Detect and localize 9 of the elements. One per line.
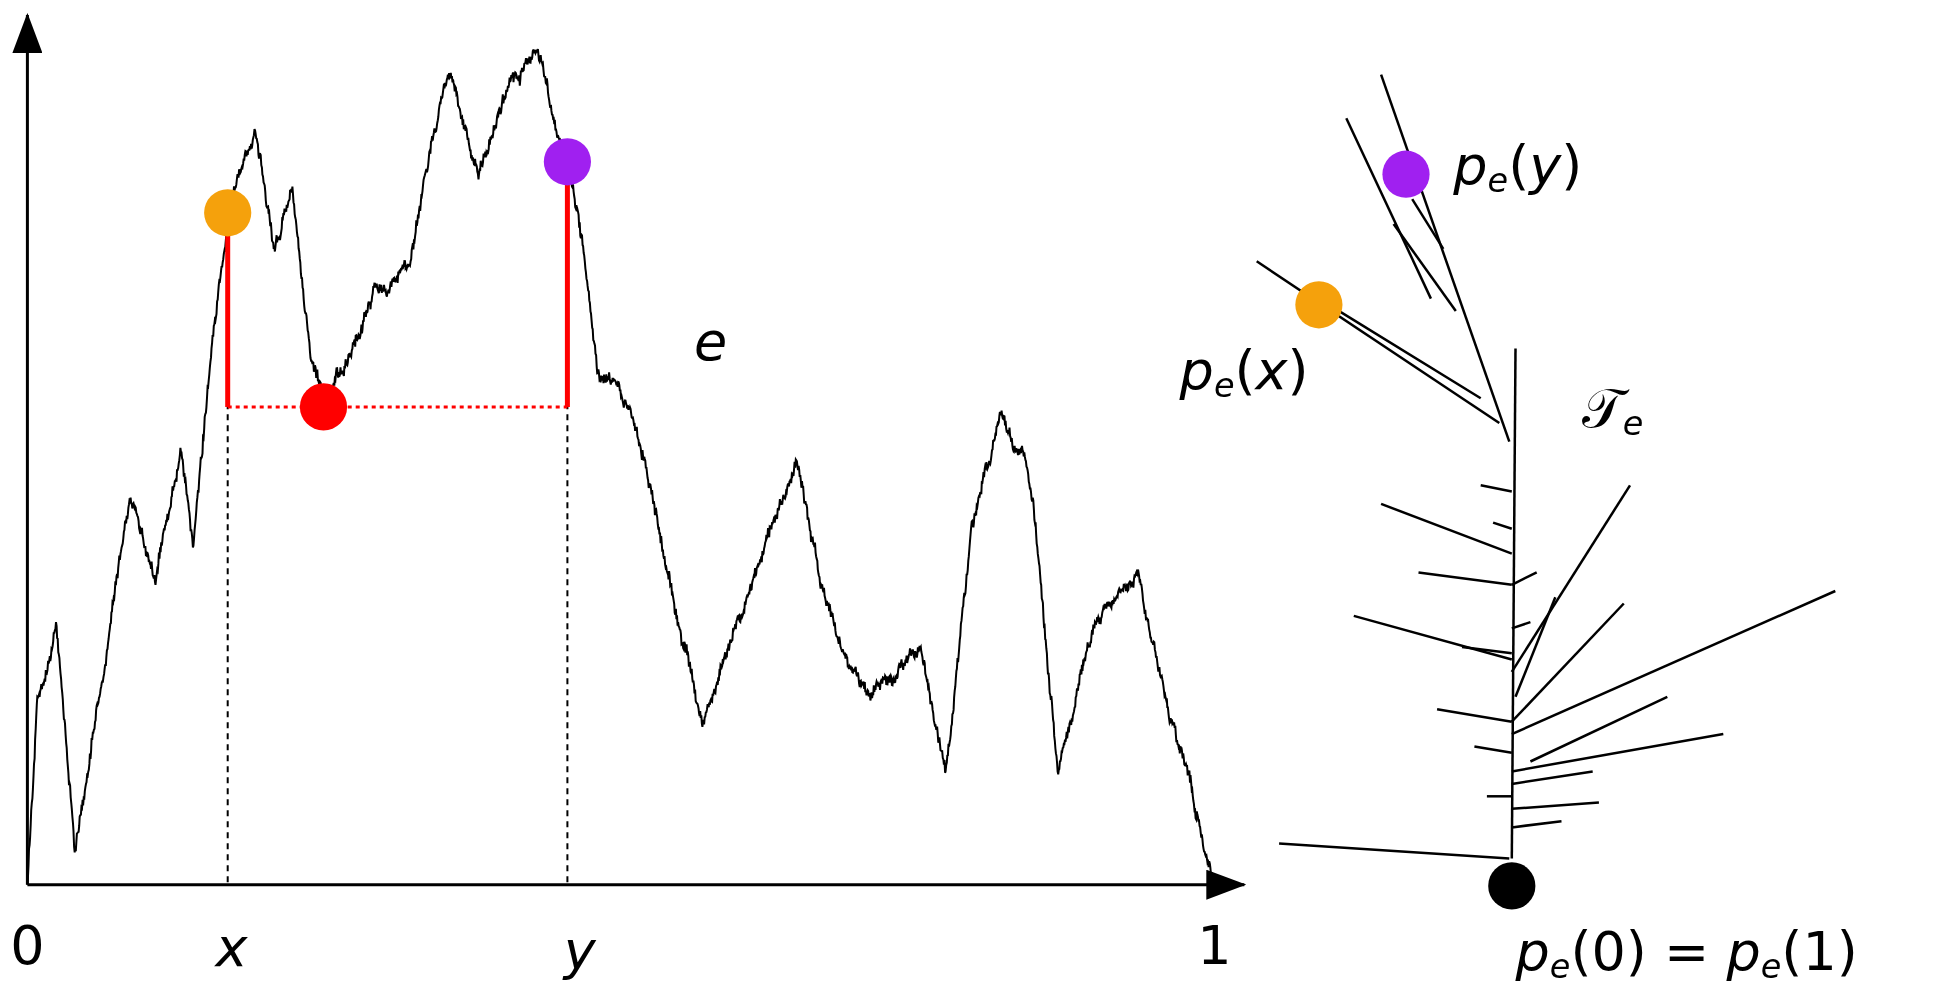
axis-tick-label: 1 [1197, 918, 1232, 973]
tree-label: 𝒯$_{e}$ [1581, 381, 1644, 440]
point-label: p$_{e}$(0) = p$_{e}$(1) [1515, 924, 1858, 984]
axis-tick-label: y [563, 923, 596, 978]
point-label: p$_{e}$(y) [1453, 138, 1583, 198]
axis-tick-label: 0 [10, 918, 45, 973]
curve-label: e [693, 315, 728, 370]
point-label: p$_{e}$(x) [1179, 343, 1309, 403]
axis-tick-label: x [215, 921, 248, 976]
